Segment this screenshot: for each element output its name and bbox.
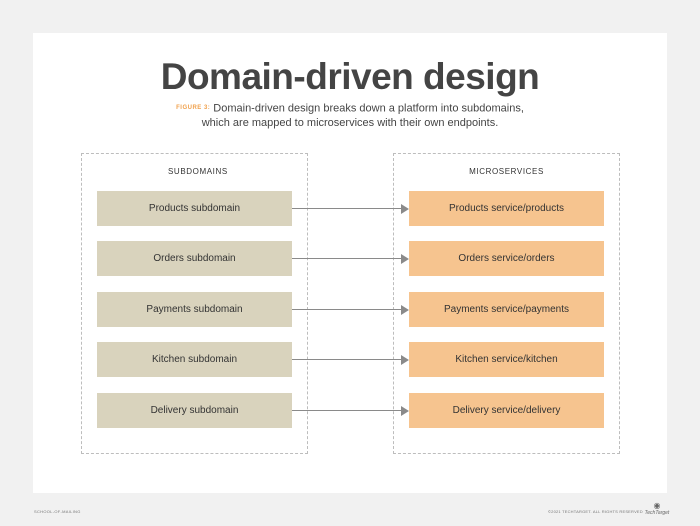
service-box-orders: Orders service/orders (409, 241, 604, 276)
logo-text: TechTarget (644, 510, 670, 516)
subdomain-box-orders: Orders subdomain (97, 241, 292, 276)
subdomain-box-payments: Payments subdomain (97, 292, 292, 327)
subdomains-heading: SUBDOMAINS (168, 167, 228, 176)
service-box-payments: Payments service/payments (409, 292, 604, 327)
right-arrow-icon (292, 204, 409, 214)
microservices-panel: MICROSERVICES (393, 153, 620, 454)
service-box-products: Products service/products (409, 191, 604, 226)
service-box-delivery: Delivery service/delivery (409, 393, 604, 428)
page-title: Domain-driven design (160, 56, 540, 97)
figure-caption: FIGURE 3:Domain-driven design breaks dow… (0, 101, 700, 131)
techtarget-eye-icon: ◉ (653, 501, 661, 510)
subdomain-box-products: Products subdomain (97, 191, 292, 226)
caption-line-1: Domain-driven design breaks down a platf… (213, 102, 524, 115)
figure-label: FIGURE 3: (176, 105, 211, 111)
right-arrow-icon (292, 254, 409, 264)
right-arrow-icon (292, 355, 409, 365)
footer-copyright: ©2021 TECHTARGET. ALL RIGHTS RESERVED (548, 509, 643, 514)
caption-line-2: which are mapped to microservices with t… (201, 117, 499, 130)
right-arrow-icon (292, 305, 409, 315)
microservices-heading: MICROSERVICES (469, 167, 544, 176)
right-arrow-icon (292, 406, 409, 416)
footer-source: SCHOOL-OF-MAILING (34, 509, 81, 514)
subdomains-panel: SUBDOMAINS (81, 153, 308, 454)
techtarget-logo: ◉ TechTarget (643, 502, 671, 520)
service-box-kitchen: Kitchen service/kitchen (409, 342, 604, 377)
subdomain-box-kitchen: Kitchen subdomain (97, 342, 292, 377)
subdomain-box-delivery: Delivery subdomain (97, 393, 292, 428)
